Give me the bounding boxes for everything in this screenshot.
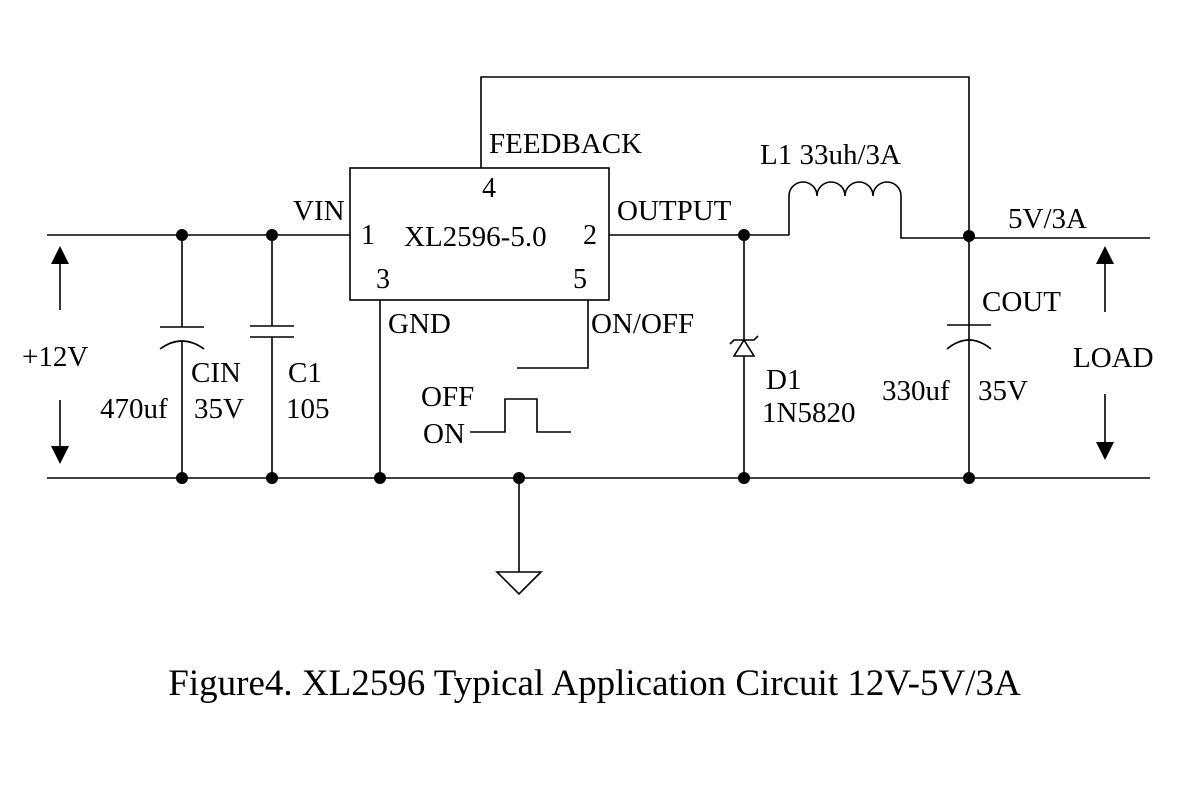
pin3-number: 3	[376, 264, 390, 295]
onoff-label: ON/OFF	[591, 308, 694, 340]
onoff-pulse	[470, 398, 571, 433]
d1-part-label: 1N5820	[762, 397, 855, 429]
figure-caption: Figure4. XL2596 Typical Application Circ…	[168, 663, 1021, 704]
l1-label: L1 33uh/3A	[760, 139, 901, 171]
cin-capacitor	[159, 235, 205, 478]
vin-label: VIN	[293, 195, 345, 227]
c1-capacitor	[250, 235, 294, 478]
cin-name-label: CIN	[191, 357, 241, 389]
onoff-wire	[517, 300, 589, 369]
regulator-ic	[349, 167, 610, 301]
cout-value-label: 330uf	[882, 375, 950, 407]
cin-voltage-label: 35V	[194, 393, 244, 425]
ic-part-label: XL2596-5.0	[404, 221, 547, 253]
pin1-number: 1	[361, 220, 375, 251]
output-label: OUTPUT	[617, 195, 732, 227]
cout-capacitor	[946, 324, 992, 350]
pin4-number: 4	[482, 173, 496, 204]
l1-inductor	[788, 181, 1150, 239]
d1-diode	[729, 235, 759, 478]
c1-name-label: C1	[288, 357, 322, 389]
ground-symbol	[495, 478, 543, 596]
gnd-label: GND	[388, 308, 451, 340]
output-wire	[609, 196, 790, 236]
output-spec-label: 5V/3A	[1008, 203, 1087, 235]
c1-value-label: 105	[286, 393, 330, 425]
cout-name-label: COUT	[982, 286, 1061, 318]
pin5-number: 5	[573, 264, 587, 295]
junction-dots	[176, 229, 975, 484]
switch-on-label: ON	[423, 418, 465, 450]
switch-off-label: OFF	[421, 381, 474, 413]
load-label: LOAD	[1073, 342, 1154, 374]
input-voltage-label: +12V	[22, 341, 88, 373]
d1-name-label: D1	[766, 364, 801, 396]
feedback-wire	[480, 76, 970, 478]
feedback-label: FEEDBACK	[489, 128, 642, 160]
load-arrows	[1096, 246, 1114, 460]
cout-voltage-label: 35V	[978, 375, 1028, 407]
input-voltage-arrows	[51, 246, 69, 464]
pin2-number: 2	[583, 220, 597, 251]
cin-value-label: 470uf	[100, 393, 168, 425]
